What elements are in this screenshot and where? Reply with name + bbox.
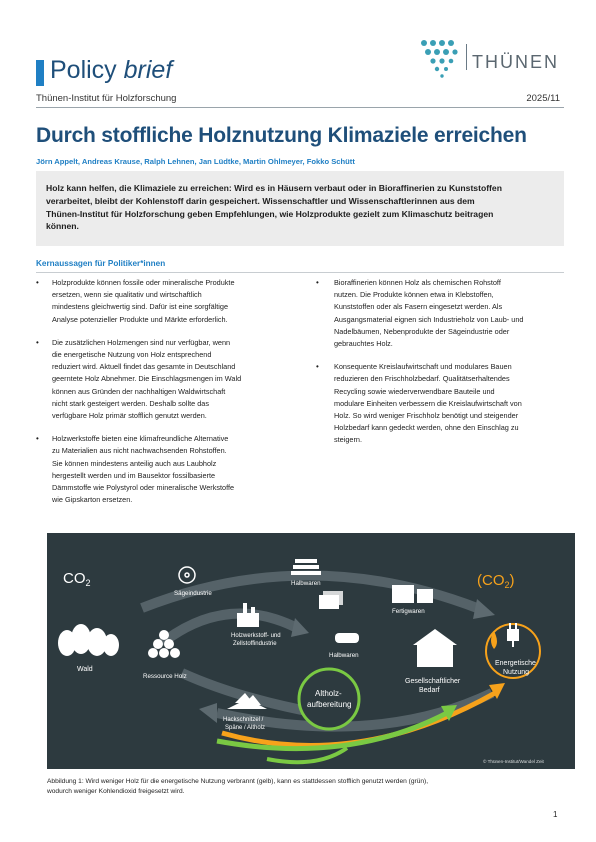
abstract-box: Holz kann helfen, die Klimaziele zu erre… xyxy=(36,171,564,246)
page-number: 1 xyxy=(553,810,558,819)
logo-separator xyxy=(466,44,467,70)
gesellschaft-label-line1: Gesellschaftlicher xyxy=(405,678,461,685)
bullet: • xyxy=(316,278,319,287)
key-message-line: Holz. So wird weniger Frischholz benötig… xyxy=(334,411,519,421)
key-message-line: Holzbedarf kann gedeckt werden, ohne den… xyxy=(334,423,519,433)
boards-icon xyxy=(319,591,359,643)
key-message-line: reduzieren den Frischholzbedarf. Qualitä… xyxy=(334,374,510,384)
key-message-line: zu Materialien aus nicht nachwachsenden … xyxy=(52,446,227,456)
figure-credit: © Thünen-Institut/Wandel Zeit xyxy=(483,758,545,764)
key-message-line: Sie können mindestens anteilig auch aus … xyxy=(52,458,217,468)
key-messages-divider xyxy=(36,272,564,273)
energie-label-line1: Energetische xyxy=(495,660,536,667)
institute-name: Thünen-Institut für Holzforschung xyxy=(36,93,177,104)
key-message-line: Nadelbäumen, Nebenprodukte der Sägeindus… xyxy=(334,326,510,336)
figure-caption: Abbildung 1: Wird weniger Holz für die e… xyxy=(47,777,567,797)
key-message-item: • Bioraffinerien können Holz als chemisc… xyxy=(316,277,566,350)
hackschnitzel-label-line2: Späne / Altholz xyxy=(225,725,265,731)
key-message-item: • Konsequente Kreislaufwirtschaft und mo… xyxy=(316,361,566,446)
altholz-circle xyxy=(297,667,361,731)
sawmill-icon xyxy=(178,566,196,584)
wald-label: Wald xyxy=(77,666,93,673)
halbwaren-2-label: Halbwaren xyxy=(329,652,359,659)
key-message-line: Bioraffinerien können Holz als chemische… xyxy=(334,278,501,287)
key-message-item: • Die zusätzlichen Holzmengen sind nur v… xyxy=(36,337,286,422)
abstract-line: Thünen-Institut für Holzforschung geben … xyxy=(46,208,494,219)
holzwerkstoff-label-line1: Holzwerkstoff- und xyxy=(231,633,281,639)
plug-icon xyxy=(507,623,519,647)
header-divider xyxy=(36,107,564,108)
key-message-line: Konsequente Kreislaufwirtschaft und modu… xyxy=(334,362,512,372)
energy-circle xyxy=(485,623,541,679)
author-list: Jörn Appelt, Andreas Krause, Ralph Lehne… xyxy=(36,157,355,166)
key-message-item: • Holzprodukte können fossile oder miner… xyxy=(36,277,286,326)
bullet: • xyxy=(36,434,39,444)
halbwaren-label: Halbwaren xyxy=(291,580,321,587)
bullet: • xyxy=(36,337,39,347)
caption-line: wodurch weniger Kohlendioxid freigesetzt… xyxy=(47,788,185,795)
key-messages-heading: Kernaussagen für Politiker*innen xyxy=(36,259,166,268)
key-message-line: wie Gipskarton ersetzen. xyxy=(52,495,133,505)
key-message-line: reduziert wird. Aktuell findet das gesam… xyxy=(52,362,236,372)
lumber-stack-icon xyxy=(291,559,321,575)
key-messages-left-column: • Holzprodukte können fossile oder miner… xyxy=(36,277,286,506)
material-flow-arrow xyxy=(216,710,449,752)
key-message-line: Holzwerkstoffe bieten eine klimafreundli… xyxy=(52,434,229,444)
brand-policy: Policy xyxy=(50,56,117,84)
abstract-line: verarbeitet, bleibt der Kohlenstoff dari… xyxy=(46,195,475,206)
key-message-line: nicht stark gesteigert werden. Deshalb s… xyxy=(52,398,209,408)
gesellschaft-label-line2: Bedarf xyxy=(419,687,440,694)
furniture-icon xyxy=(392,585,433,603)
key-message-line: Recycling sowie wiederverwendbare Bautei… xyxy=(334,386,495,396)
energie-label-line2: Nutzung xyxy=(503,669,529,676)
saegeindustrie-label: Sägeindustrie xyxy=(174,590,212,597)
fertigwaren-label: Fertigwaren xyxy=(392,608,425,615)
key-message-line: Die zusätzlichen Holzmengen sind nur ver… xyxy=(52,337,231,347)
thuenen-logo-text: THÜNEN xyxy=(472,52,559,72)
key-message-item: • Holzwerkstoffe bieten eine klimafreund… xyxy=(36,433,286,506)
key-message-line: verfügbare Holz primär stofflich genutzt… xyxy=(52,411,207,421)
co2-right-label: (CO2) xyxy=(477,572,515,590)
key-message-line: Holzprodukte können fossile oder mineral… xyxy=(52,278,235,287)
caption-line: Abbildung 1: Wird weniger Holz für die e… xyxy=(47,778,429,785)
key-message-line: Dämmstoffe wie Polystyrol oder mineralis… xyxy=(52,483,235,493)
hackschnitzel-label-line1: Hackschnitzel / xyxy=(223,717,264,723)
factory-icon xyxy=(237,603,259,627)
issue-number: 2025/11 xyxy=(526,93,560,104)
thuenen-logo-icon xyxy=(421,40,458,78)
key-message-line: die energetische Nutzung von Holz entspr… xyxy=(52,350,212,360)
abstract-line: können. xyxy=(46,221,79,232)
key-message-line: modulare Einheiten verbessern die Kreisl… xyxy=(334,398,522,408)
key-message-line: hergestellt werden und im Bausektor foss… xyxy=(52,470,216,480)
key-message-line: gebrauchtes Holz. xyxy=(334,339,393,349)
bullet: • xyxy=(36,278,39,287)
wood-chips-icon xyxy=(227,693,267,709)
altholz-label-line1: Altholz- xyxy=(315,689,342,698)
key-message-line: nutzen. Die Produkte können etwa in Kleb… xyxy=(334,290,494,300)
altholz-label-line2: aufbereitung xyxy=(307,700,351,709)
policy-brief-wordmark: Policy brief xyxy=(50,56,172,85)
house-icon xyxy=(413,629,457,667)
key-message-line: ersetzen, wenn sie qualitativ und wirtsc… xyxy=(52,290,202,300)
flame-icon xyxy=(491,631,497,649)
brand-brief: brief xyxy=(123,56,173,84)
holzwerkstoff-label-line2: Zellstoffindustrie xyxy=(233,641,277,647)
key-message-line: steigern. xyxy=(334,435,362,445)
co2-left-label: CO2 xyxy=(63,570,91,588)
key-message-line: Analyse potenzieller Produkte und Märkte… xyxy=(52,314,228,324)
abstract-line: Holz kann helfen, die Klimaziele zu erre… xyxy=(46,183,502,193)
key-message-line: mindestens gleichwertig sind. Dafür ist … xyxy=(52,302,229,312)
bullet: • xyxy=(316,362,319,372)
log-pile-icon xyxy=(148,630,180,658)
policy-brief-accent-bar xyxy=(36,60,44,86)
page-title: Durch stoffliche Holznutzung Klimaziele … xyxy=(36,124,527,147)
key-message-line: können aus Gründen der nachhaltigen Wald… xyxy=(52,386,226,396)
forest-icon xyxy=(58,624,119,656)
key-message-line: geerntete Holz Abnehmer. Die Einschlagsm… xyxy=(52,374,242,384)
ressource-holz-label: Ressource Holz xyxy=(143,673,187,680)
key-message-line: Ausgangsmaterial eignen sich Industrieho… xyxy=(334,314,524,324)
key-message-line: Kunststoffen oder als Fasern eingesetzt … xyxy=(334,302,503,312)
wood-cycle-figure: CO2 (CO2) Wald Ressource Holz Sägeindust… xyxy=(47,533,575,769)
key-messages-right-column: • Bioraffinerien können Holz als chemisc… xyxy=(316,277,566,447)
